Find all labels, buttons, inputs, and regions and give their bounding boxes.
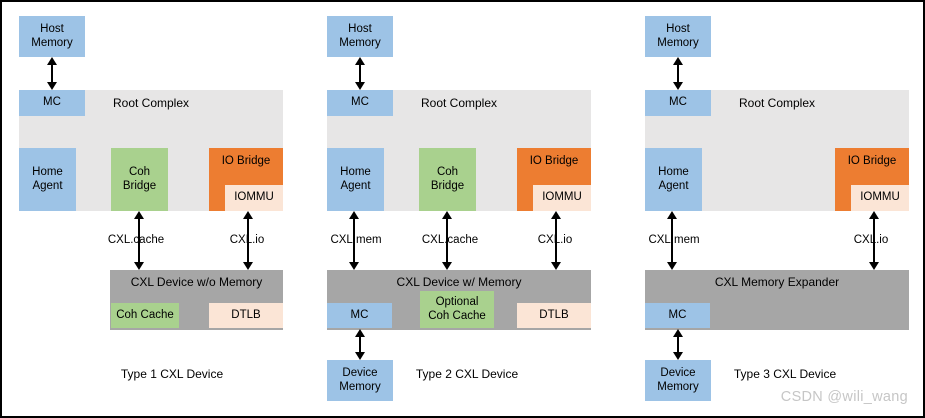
host-memory-box: Host Memory	[327, 16, 393, 57]
home-agent-box: Home Agent	[645, 148, 702, 211]
mc-device-memory-arrow-icon	[672, 329, 684, 360]
device-mc-box: MC	[645, 303, 710, 328]
cxl-device-title: CXL Memory Expander	[714, 275, 840, 289]
type2-label: Type 2 CXL Device	[415, 367, 519, 381]
optional-coh-cache-box: Optional Coh Cache	[420, 291, 494, 328]
iommu-box: IOMMU	[851, 185, 909, 211]
root-complex-label: Root Complex	[738, 96, 816, 110]
mc-box: MC	[645, 90, 711, 116]
dtlb-box: DTLB	[517, 303, 591, 328]
mc-device-memory-arrow-icon	[354, 329, 366, 360]
iommu-box: IOMMU	[225, 185, 283, 211]
cxl-mem-arrow-icon	[348, 211, 360, 270]
cxl-cache-link-label: CXL.cache	[107, 234, 165, 246]
host-memory-box: Host Memory	[645, 16, 711, 57]
type1-column: Root Complex Host Memory MC Home Agent C…	[19, 2, 283, 416]
cxl-io-link-label: CXL.io	[537, 234, 573, 246]
cxl-io-arrow-icon	[550, 211, 562, 270]
cxl-device-title: CXL Device w/ Memory	[396, 275, 522, 289]
cxl-mem-arrow-icon	[666, 211, 678, 270]
cxl-io-link-label: CXL.io	[853, 234, 889, 246]
iommu-box: IOMMU	[533, 185, 591, 211]
cxl-mem-link-label: CXL.mem	[330, 234, 382, 246]
root-complex-label: Root Complex	[420, 96, 498, 110]
cxl-cache-arrow-icon	[133, 211, 145, 270]
cxl-device-title: CXL Device w/o Memory	[130, 275, 263, 289]
device-mc-box: MC	[327, 303, 392, 328]
device-memory-box: Device Memory	[327, 360, 393, 401]
cxl-io-arrow-icon	[868, 211, 880, 270]
csdn-watermark: CSDN @wili_wang	[780, 389, 908, 405]
host-memory-box: Host Memory	[19, 16, 85, 57]
mc-box: MC	[327, 90, 393, 116]
mc-box: MC	[19, 90, 85, 116]
cxl-cache-link-label: CXL.cache	[421, 234, 479, 246]
host-mc-arrow-icon	[354, 57, 366, 90]
coh-bridge-box: Coh Bridge	[111, 148, 168, 211]
host-mc-arrow-icon	[46, 57, 58, 90]
coh-bridge-box: Coh Bridge	[419, 148, 476, 211]
host-mc-arrow-icon	[672, 57, 684, 90]
root-complex-label: Root Complex	[112, 96, 190, 110]
coh-cache-box: Coh Cache	[111, 303, 179, 328]
device-memory-box: Device Memory	[645, 360, 711, 401]
cxl-cache-arrow-icon	[441, 211, 453, 270]
home-agent-box: Home Agent	[327, 148, 384, 211]
type2-column: Root Complex Host Memory MC Home Agent C…	[327, 2, 591, 416]
type3-label: Type 3 CXL Device	[733, 367, 837, 381]
cxl-io-arrow-icon	[242, 211, 254, 270]
type1-label: Type 1 CXL Device	[120, 367, 224, 381]
dtlb-box: DTLB	[209, 303, 283, 328]
type3-column: Root Complex Host Memory MC Home Agent I…	[645, 2, 909, 416]
cxl-io-link-label: CXL.io	[229, 234, 265, 246]
cxl-mem-link-label: CXL.mem	[648, 234, 700, 246]
home-agent-box: Home Agent	[19, 148, 76, 211]
